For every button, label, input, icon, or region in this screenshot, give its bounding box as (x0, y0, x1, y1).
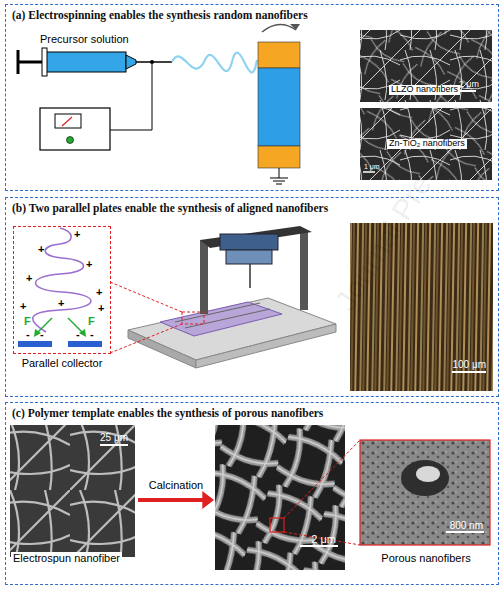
inset-drawing-part (18, 341, 52, 347)
spinning-machine (110, 226, 336, 368)
sem-image-part (360, 30, 492, 102)
rotating-collector-part (270, 178, 288, 179)
sem-image-part (270, 518, 284, 532)
image-caption: Parallel collector (14, 357, 110, 369)
rotating-collector-part (276, 184, 282, 185)
power-supply-part (40, 108, 110, 150)
sem-image-part (458, 90, 476, 92)
rotating-collector-part (290, 24, 300, 30)
spinning-machine-part (220, 234, 278, 250)
sem-image-part (215, 425, 345, 570)
charge-symbol: - (40, 329, 44, 340)
component-label: Precursor solution (40, 34, 129, 45)
power-supply-part (110, 130, 152, 131)
charge-symbol: F (24, 316, 31, 327)
scale-bar-label: 25 μm (100, 432, 128, 443)
panel-title: (c) Polymer template enables the synthes… (12, 407, 323, 420)
watermark: Journal Pre-proof (330, 103, 478, 315)
sem-image: 2 μm (216, 426, 346, 571)
spinning-machine-part (110, 324, 182, 353)
charge-symbol: F (88, 316, 95, 327)
image-caption: Porous nanofibers (361, 552, 491, 564)
process-arrow-part (202, 491, 214, 509)
power-supply-part (67, 137, 74, 144)
panel-title: (a) Electrospinning enables the synthesi… (12, 9, 308, 22)
inset-drawing (18, 228, 102, 347)
scale-bar-label: 2 μm (311, 533, 336, 545)
scale-bar-label: 2 μm (459, 80, 479, 90)
power-supply-part (55, 114, 81, 128)
charge-symbol: + (26, 273, 32, 284)
sem-image-part (360, 30, 492, 102)
sem-image: 800 nmPorous nanofibers (361, 441, 491, 546)
spinning-machine-part (300, 232, 308, 310)
sem-image-part (300, 545, 338, 547)
rotating-collector (258, 24, 300, 184)
syringe-part (126, 55, 136, 69)
image-caption: Electrospun nanofiber (11, 552, 122, 564)
process-arrow (138, 491, 214, 509)
power-supply-part (150, 60, 154, 64)
charge-symbol: + (86, 259, 92, 270)
rotating-collector-part (279, 168, 280, 178)
charge-symbol: + (98, 303, 104, 314)
process-arrow-part (138, 498, 204, 502)
inset-drawing-part (34, 329, 41, 337)
sem-image-part (284, 440, 360, 518)
syringe-part (46, 52, 126, 72)
rotating-collector-part (258, 146, 300, 168)
spinning-machine-part (226, 250, 272, 264)
jet-spiral-part (172, 53, 257, 73)
charge-symbol: + (20, 301, 26, 312)
inset-drawing-part (68, 341, 102, 347)
rotating-collector-part (262, 24, 296, 32)
sem-image-part (446, 531, 484, 533)
sem-image-part (360, 440, 490, 545)
sem-image: 25 μmElectrospun nanofiber (11, 426, 136, 558)
sem-image-part (100, 444, 128, 446)
spinning-machine-part (249, 264, 251, 288)
edge-label: Calcination (149, 480, 203, 491)
scale-bar-label: 800 nm (450, 520, 483, 531)
power-supply-part (152, 62, 153, 130)
spinning-machine-part (160, 302, 282, 336)
spinning-machine-part (182, 312, 204, 324)
syringe (18, 48, 172, 76)
rotating-collector-part (258, 68, 300, 146)
charge-symbol: - (26, 329, 30, 340)
spinning-machine-part (200, 240, 208, 314)
optical-image-part (452, 371, 486, 373)
sem-image-part (284, 532, 360, 545)
spinning-machine-part (110, 282, 182, 312)
scale-bar-label: 1 μm (364, 163, 380, 171)
power-supply-part (62, 117, 72, 126)
sem-image-part (10, 425, 135, 557)
charge-symbol: + (74, 229, 80, 240)
rotating-collector-part (258, 42, 300, 68)
panel: (c) Polymer template enables the synthes… (5, 402, 499, 585)
scale-bar-label: 100 μm (452, 359, 486, 370)
charge-symbol: + (38, 244, 44, 255)
jet-spiral (172, 53, 257, 73)
charge-symbol: - (76, 329, 80, 340)
image-caption: LLZO nanofibers (389, 85, 460, 95)
inset-drawing-part (33, 228, 91, 332)
panel: (b) Two parallel plates enable the synth… (5, 197, 499, 397)
spinning-machine-part (128, 330, 196, 368)
sem-image-part (363, 171, 375, 173)
inset-drawing-part (79, 329, 86, 337)
panel-title: (b) Two parallel plates enable the synth… (12, 202, 328, 215)
charge-symbol: - (90, 329, 94, 340)
rotating-collector-part (273, 181, 285, 182)
sem-image-part (401, 460, 449, 496)
sem-image (10, 425, 490, 570)
power-supply (40, 60, 154, 150)
syringe-part (42, 48, 47, 76)
sem-image: LLZO nanofibers2 μm (361, 31, 493, 103)
sem-image-part (416, 466, 440, 482)
charge-symbol: + (96, 287, 102, 298)
charge-symbol: + (58, 298, 64, 309)
